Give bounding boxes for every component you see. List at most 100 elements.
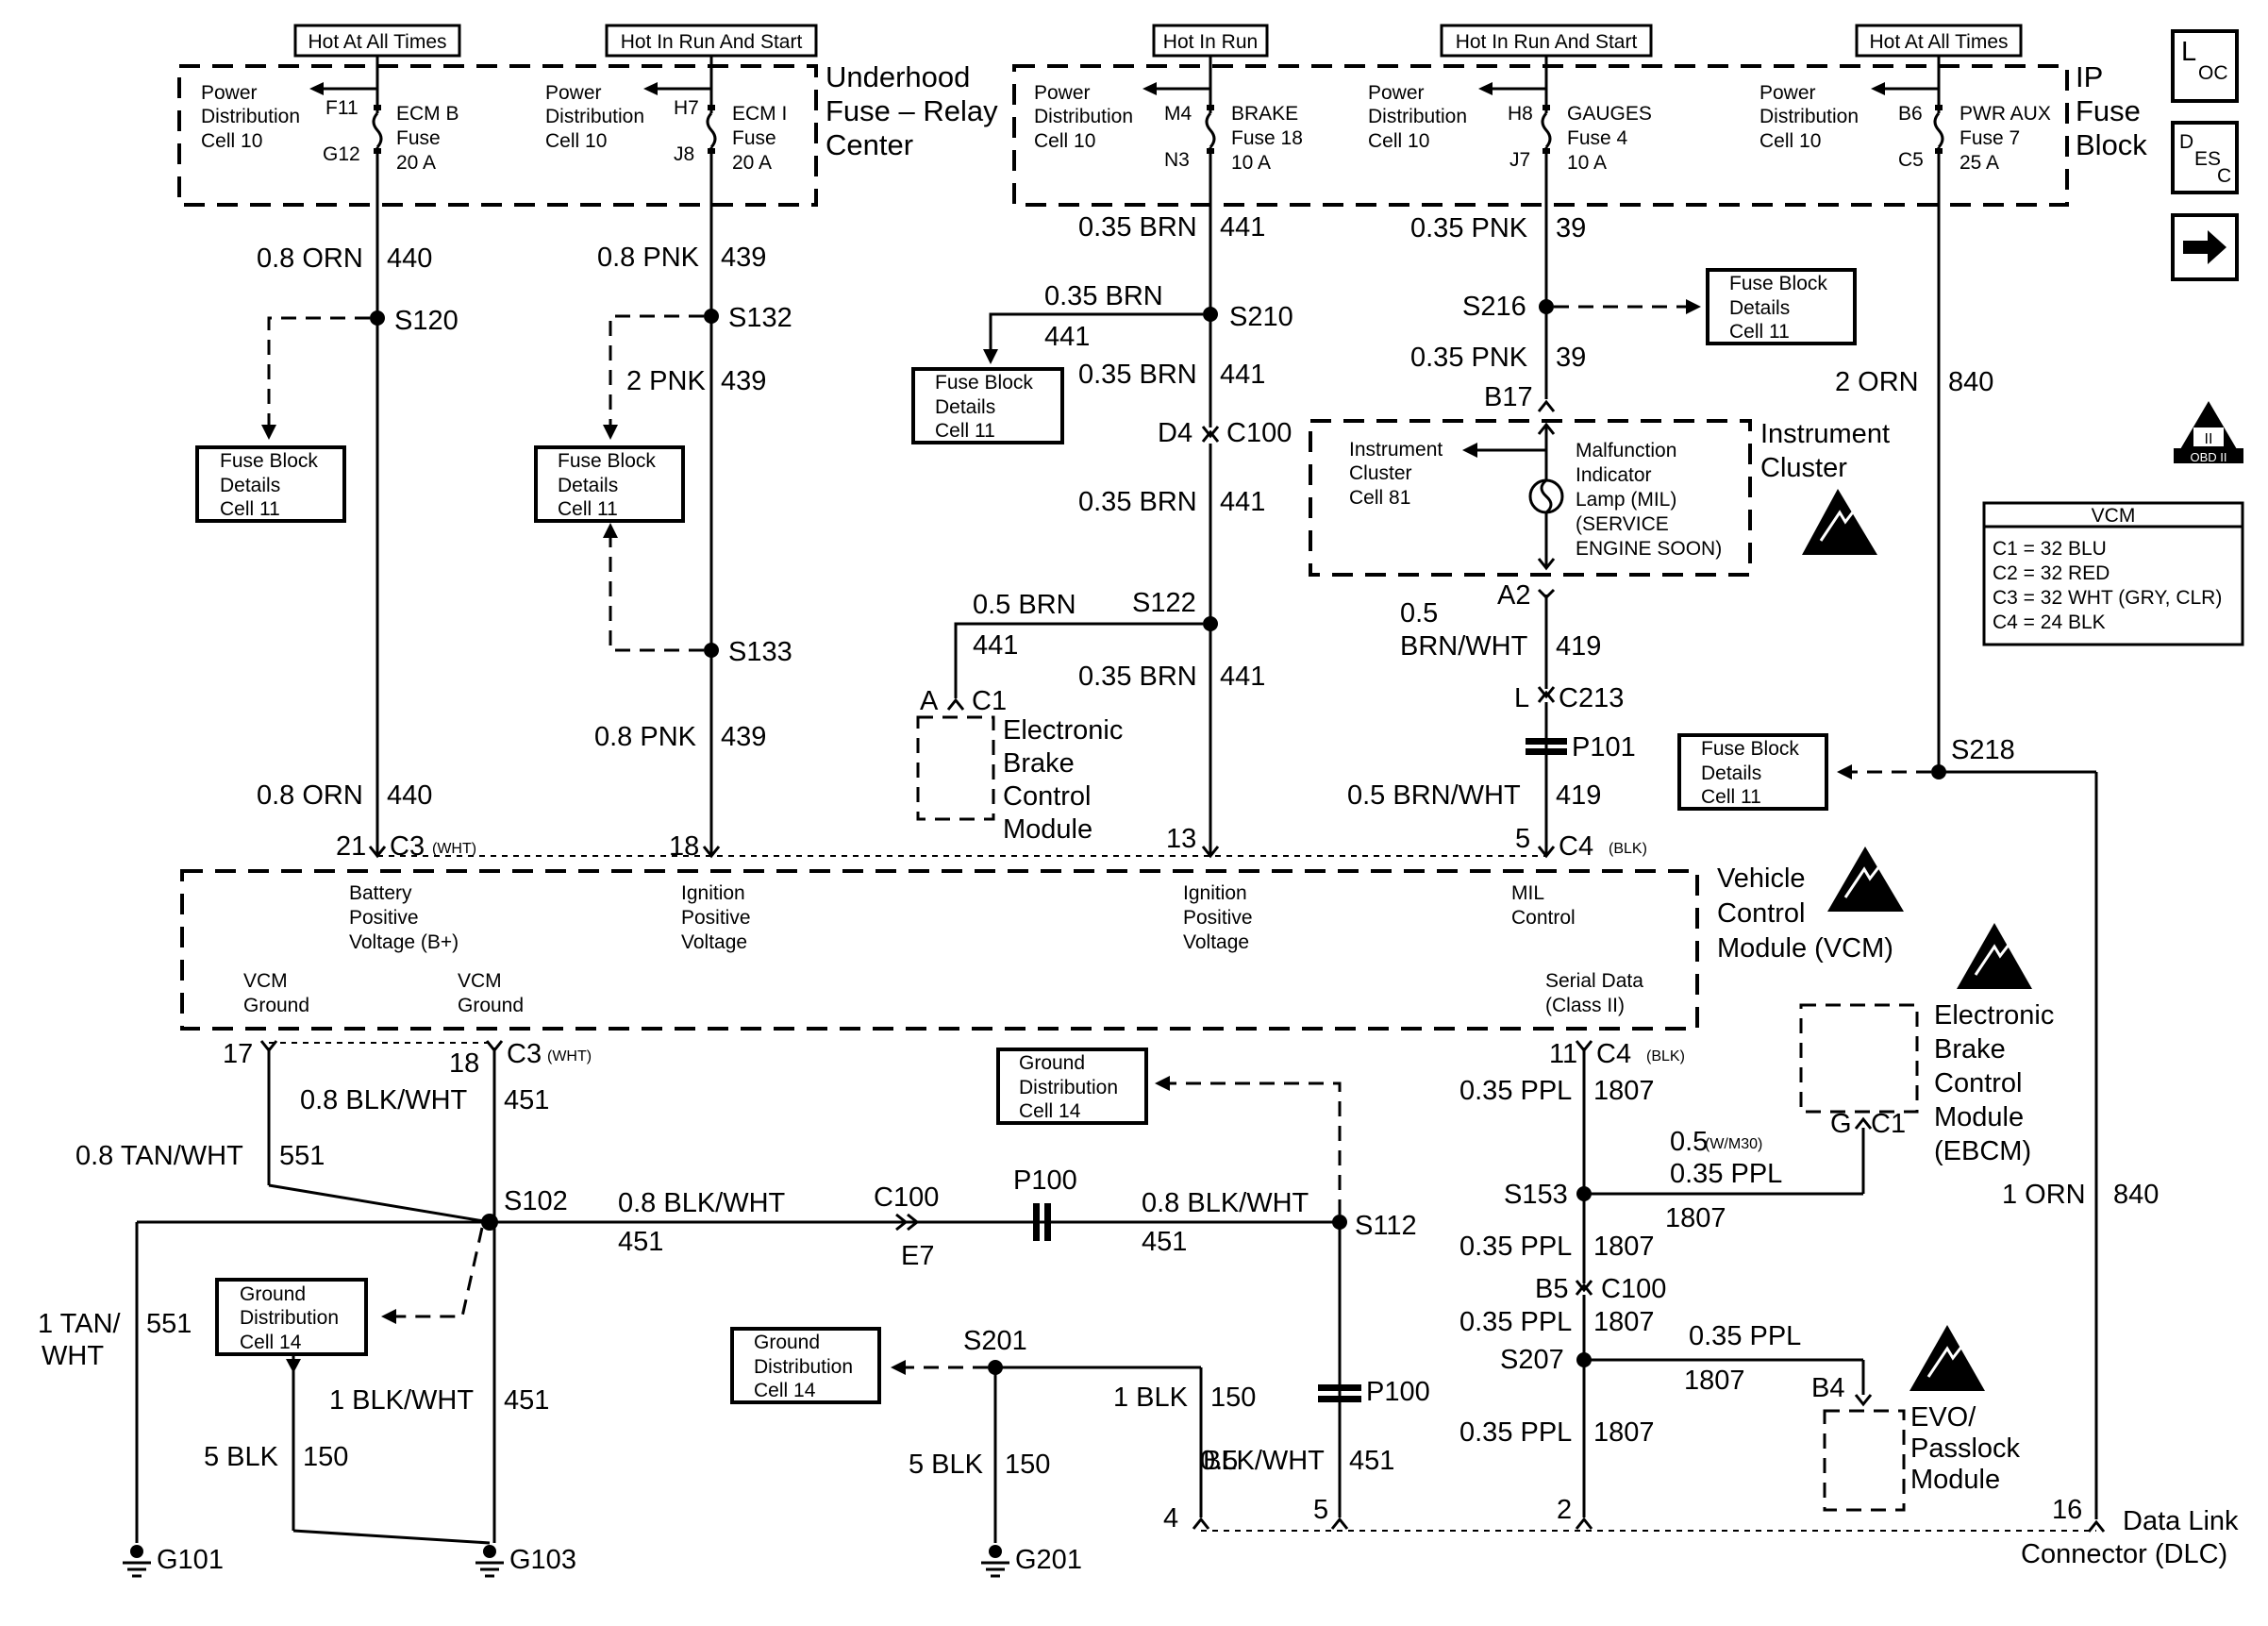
splice-s132 [704, 309, 719, 324]
wire-gauge-label: 0.35 BRN [1078, 212, 1197, 243]
fuse-block-details-ref-5[interactable]: Fuse Block Details Cell 11 [1677, 733, 1828, 811]
circuit-number: 840 [2113, 1180, 2159, 1210]
loc-letter: L [2181, 37, 2196, 67]
circuit-number: 451 [618, 1227, 663, 1257]
wire-gauge-label: BLK/WHT [1203, 1446, 1325, 1476]
wire-gauge-label: 0.35 BRN [1078, 360, 1197, 390]
fuse-block-details-ref-3[interactable]: Fuse Block Details Cell 11 [911, 367, 1064, 444]
source-label-hot-in-run: Hot In Run [1152, 24, 1269, 66]
wire-gauge-label: 0.5 BRN [973, 590, 1076, 620]
power-dist-cell: Cell 10 [1759, 130, 1821, 152]
wire-gauge-label: 0.35 PPL [1459, 1232, 1572, 1262]
legend-title: VCM [2092, 505, 2136, 527]
ic-ref: Cluster [1349, 462, 1412, 484]
wire-gauge-label: 0.35 PPL [1459, 1076, 1572, 1106]
location-view-icon[interactable]: L OC [2171, 29, 2239, 103]
circuit-number: 551 [279, 1141, 325, 1171]
pin-label: J7 [1509, 149, 1530, 171]
wire-gauge-label: 1 ORN [2002, 1180, 2086, 1210]
connector-label: C3 [390, 831, 425, 862]
power-dist-cell: Cell 10 [1034, 130, 1095, 152]
ic-title: Instrument [1760, 419, 1890, 449]
ref-text: Details [558, 475, 618, 496]
connector-pin: A [920, 686, 939, 716]
circuit-number: 840 [1948, 367, 1993, 397]
mil-label: Lamp (MIL) [1576, 489, 1676, 511]
source-label-hot-at-all-times-1: Hot At All Times [293, 24, 461, 66]
connector-pin: G [1830, 1109, 1852, 1139]
underhood-title-2: Fuse – Relay [825, 94, 998, 127]
fuse-ecm-b: Power Distribution Cell 10 F11 G12 ECM B… [201, 66, 459, 205]
ref-text: Cell 11 [1729, 321, 1790, 343]
ref-text: Fuse Block [220, 450, 318, 472]
connector-label: C4 [1559, 831, 1593, 862]
power-dist-label: Power [1368, 82, 1425, 104]
pin-number: 21 [336, 831, 366, 862]
circuit-419: A2 0.5 BRN/WHT 419 L C213 P101 0.5 BRN/W… [1347, 580, 1636, 845]
ref-text: Details [220, 475, 280, 496]
module-label: Electronic [1934, 1000, 2054, 1031]
circuit-number: 439 [721, 722, 766, 752]
circuit-number: 441 [1220, 360, 1265, 390]
circuit-number: 440 [387, 780, 432, 811]
wire-gauge-label: 0.35 PPL [1459, 1307, 1572, 1337]
wire-gauge-label: 1 TAN/ [38, 1309, 122, 1339]
ip-title-3: Block [2076, 128, 2147, 161]
next-page-arrow-icon[interactable] [2171, 213, 2239, 281]
connector-pin: D4 [1158, 418, 1192, 448]
circuit-number: 440 [387, 243, 432, 274]
circuit-number: 1807 [1593, 1417, 1655, 1448]
ground-distribution-ref-3[interactable]: Ground Distribution Cell 14 [730, 1327, 881, 1404]
circuit-number: 439 [721, 243, 766, 273]
fuse-name: ECM B [396, 103, 459, 125]
splice-label: S153 [1504, 1180, 1568, 1210]
ref-text: Details [1701, 763, 1761, 784]
circuit-number: 551 [146, 1309, 192, 1339]
splice-s122 [1203, 616, 1218, 631]
circuit-number: 1807 [1684, 1366, 1745, 1396]
ground-distribution-ref-2[interactable]: Ground Distribution Cell 14 [215, 1278, 368, 1356]
wire-gauge-label: 0.8 BLK/WHT [618, 1188, 786, 1218]
wire-gauge-label: BRN/WHT [1400, 631, 1528, 662]
vcm-title: Module (VCM) [1717, 933, 1893, 964]
vcm-pin-desc: VCM [243, 970, 288, 992]
splice-s216 [1539, 299, 1554, 314]
pin-label: H8 [1508, 103, 1533, 125]
fuse-name: Fuse [732, 127, 776, 149]
connector-pin: A2 [1497, 580, 1530, 611]
vcm-title: Control [1717, 898, 1806, 929]
vcm-pin-desc: Control [1511, 907, 1576, 929]
wire-option: (W/M30) [1705, 1136, 1762, 1152]
circuit-number: 1807 [1665, 1203, 1726, 1233]
fuse-name: Fuse 18 [1231, 127, 1303, 149]
module-label: Passlock [1910, 1433, 2021, 1464]
fuse-pwr-aux: Power Distribution Cell 10 B6 C5 PWR AUX… [1759, 66, 2051, 205]
power-dist-label: Distribution [1368, 106, 1467, 127]
wire-gauge-label: 2 PNK [626, 366, 706, 396]
splice-s120 [370, 310, 385, 326]
source-text: Hot In Run And Start [621, 31, 803, 53]
fuse-block-details-ref-1[interactable]: Fuse Block Details Cell 11 [195, 445, 346, 523]
module-label: Control [1934, 1068, 2023, 1098]
source-text: Hot In Run And Start [1456, 31, 1638, 53]
desc-sub: ES [2194, 148, 2221, 170]
underhood-fuse-relay-center: Underhood Fuse – Relay Center [177, 60, 998, 207]
ground-distribution-ref-1[interactable]: Ground Distribution Cell 14 [996, 1048, 1148, 1125]
circuit-441: 0.35 BRN 441 S210 0.35 BRN 441 0.35 BRN … [920, 205, 1293, 845]
circuit-number: 1807 [1593, 1307, 1655, 1337]
fuse-rating: 10 A [1567, 152, 1607, 174]
fuse-block-details-ref-4[interactable]: Fuse Block Details Cell 11 [1706, 268, 1857, 345]
ref-text: Details [1729, 297, 1790, 319]
vcm-pin-desc: Ground [243, 995, 309, 1016]
description-view-icon[interactable]: D ES C [2171, 121, 2239, 194]
vcm-pin-desc: VCM [458, 970, 502, 992]
splice-s210 [1203, 307, 1218, 322]
wire-gauge-label: 0.8 ORN [257, 243, 363, 274]
wire-gauge-label: 0.8 TAN/WHT [75, 1141, 243, 1171]
fuse-block-details-ref-2[interactable]: Fuse Block Details Cell 11 [534, 445, 685, 523]
wire-gauge-label: 0.5 [1200, 1446, 1238, 1476]
source-label-hot-in-run-and-start-2: Hot In Run And Start [1440, 24, 1653, 66]
pin-label: F11 [325, 97, 359, 119]
ref-text: Cell 14 [240, 1332, 302, 1353]
